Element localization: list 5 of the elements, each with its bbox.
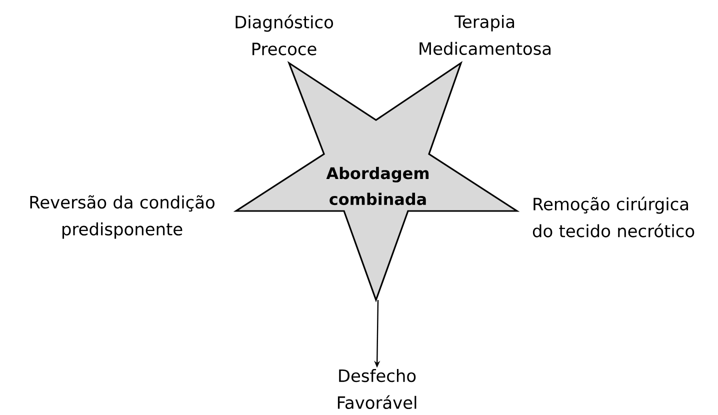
outcome-text: Desfecho Favorável <box>338 369 416 409</box>
tip-label: Terapia Medicamentosa <box>420 15 550 55</box>
tip-label: Remoção cirúrgica do tecido necrótico <box>532 196 694 238</box>
star-label: Abordagem combinada <box>326 166 429 206</box>
tip-label: Reversão da condição predisponente <box>30 195 214 239</box>
